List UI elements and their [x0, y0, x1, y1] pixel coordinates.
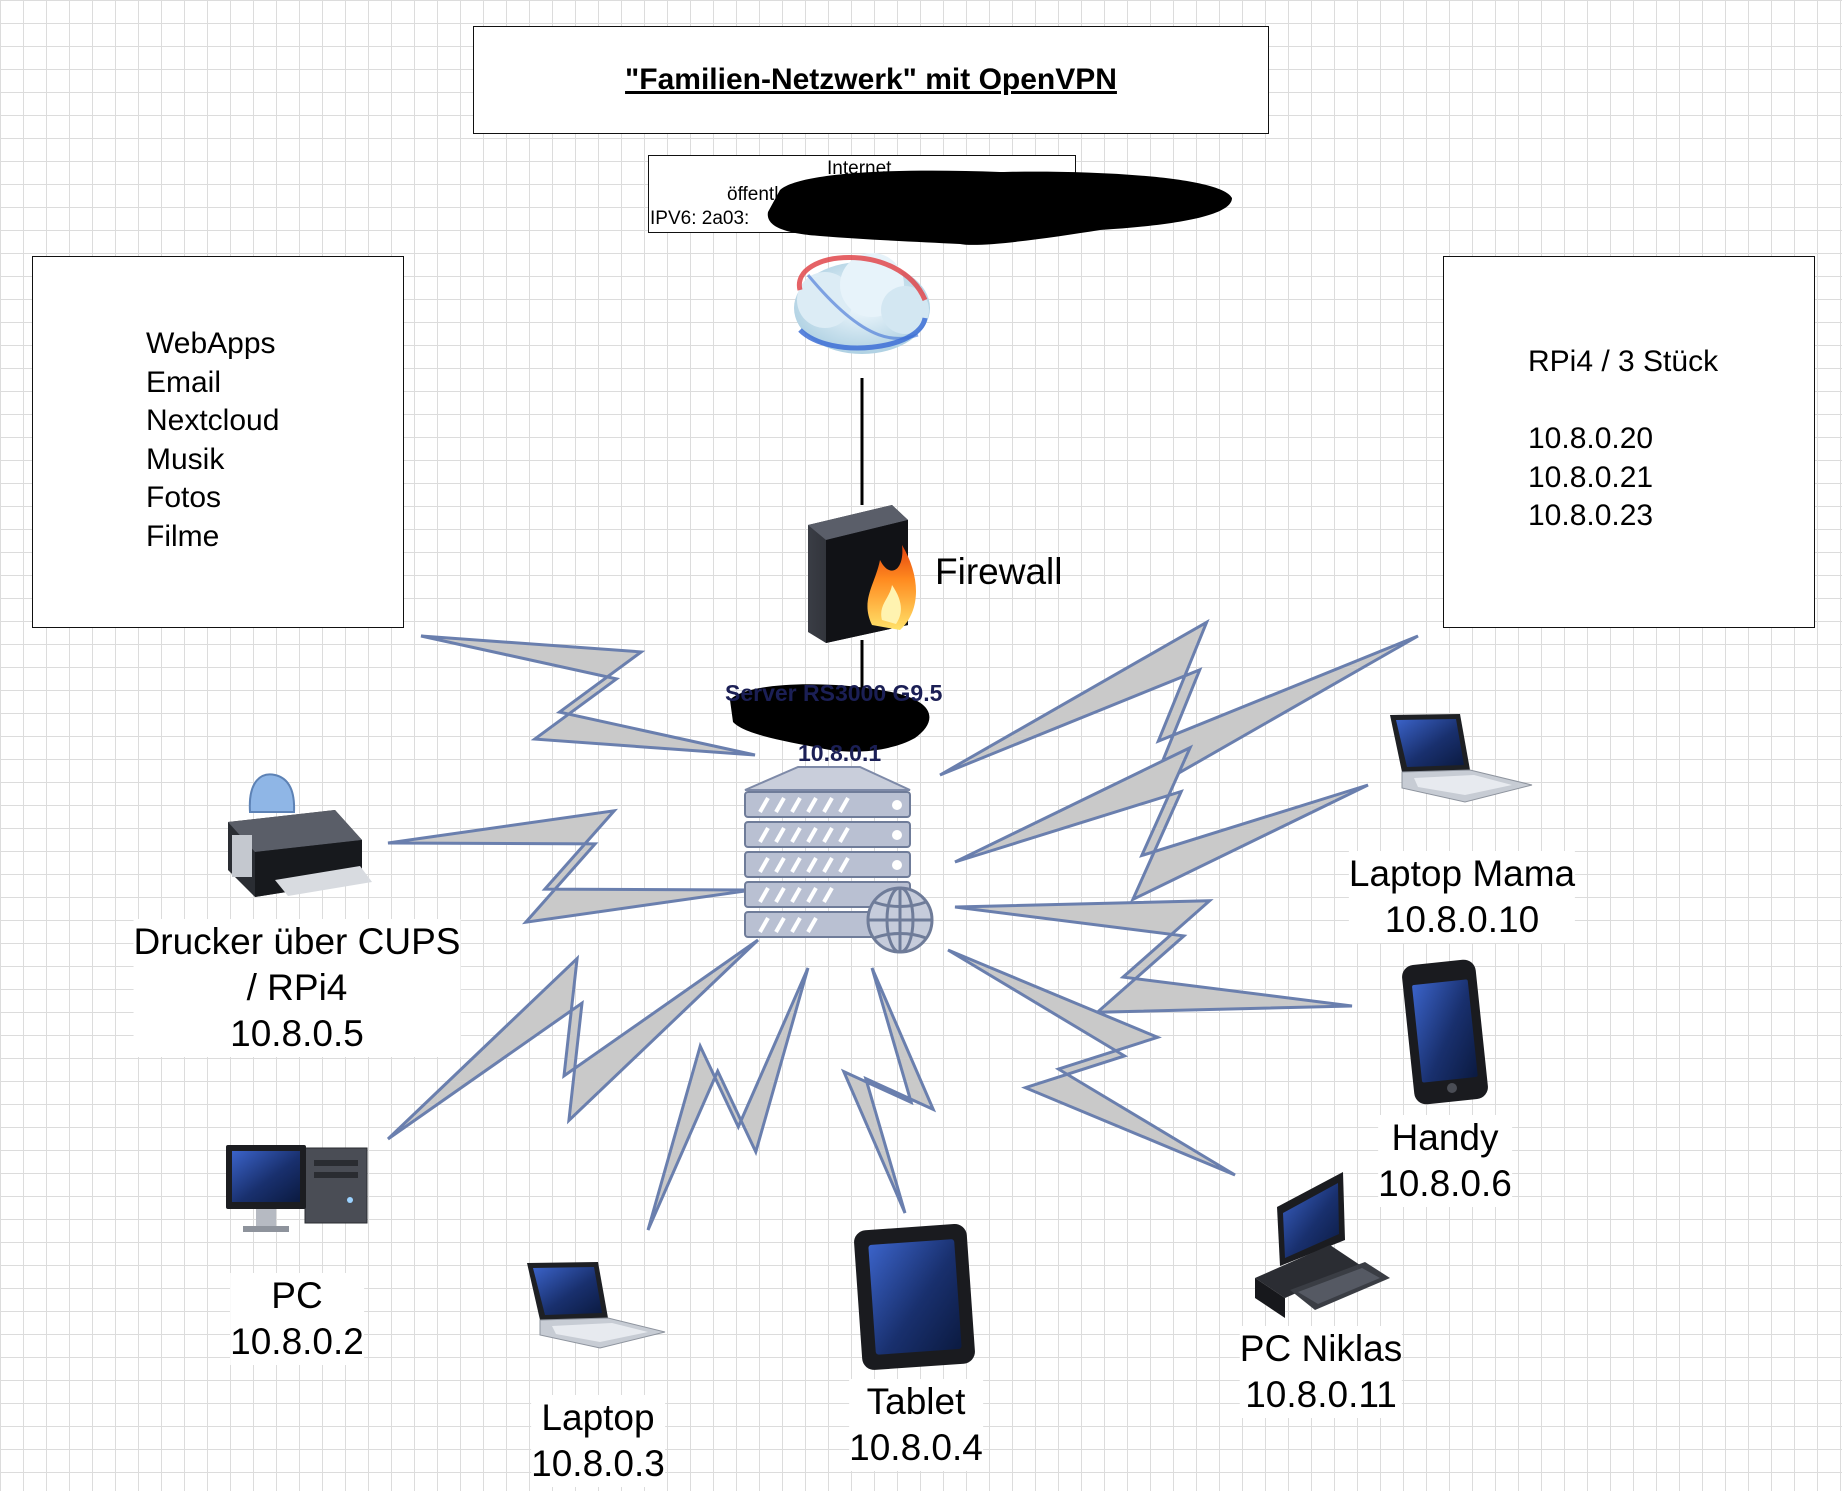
rpi-ip-3: 10.8.0.23 [1528, 499, 1654, 532]
printer-ip: 10.8.0.5 [230, 1013, 364, 1054]
laptop-mama-name: Laptop Mama [1348, 853, 1576, 894]
link-bolt-pc-niklas [947, 948, 1236, 1177]
diagram-title: "Familien-Netzwerk" mit OpenVPN [625, 63, 1117, 96]
globe-icon [866, 886, 934, 954]
redaction-scribbles [730, 170, 1232, 752]
internet-cloud-icon [794, 253, 930, 354]
server-ip: 10.8.0.1 [798, 740, 882, 766]
server-name: Server RS3000 G9.5 [725, 680, 943, 706]
phone-icon [1402, 959, 1488, 1105]
link-bolt-tablet [840, 967, 937, 1214]
pc-niklas-label: PC Niklas 10.8.0.11 [1239, 1326, 1403, 1418]
pc-name: PC [271, 1275, 323, 1316]
pc-icon [226, 1145, 368, 1232]
ipv6-label: IPV6: 2a03: [650, 208, 750, 229]
pc-ip: 10.8.0.2 [230, 1321, 364, 1362]
pc-niklas-name: PC Niklas [1239, 1328, 1403, 1369]
tablet-ip: 10.8.0.4 [849, 1427, 983, 1468]
laptop-mama-ip: 10.8.0.10 [1384, 899, 1540, 940]
handy-ip: 10.8.0.6 [1378, 1163, 1512, 1204]
pc-label: PC 10.8.0.2 [230, 1273, 364, 1365]
rpi-box: RPi4 / 3 Stück 10.8.0.20 10.8.0.21 10.8.… [1443, 256, 1815, 628]
tablet-label: Tablet 10.8.0.4 [849, 1379, 983, 1471]
laptop-icon [527, 1262, 666, 1349]
firewall-icon [808, 505, 916, 643]
handy-name: Handy [1391, 1117, 1499, 1158]
services-list: WebApps Email Nextcloud Musik Fotos Film… [146, 325, 279, 556]
service-item-nextcloud: Nextcloud [146, 404, 280, 437]
link-bolt-laptop-mama [954, 744, 1369, 903]
services-box: WebApps Email Nextcloud Musik Fotos Film… [32, 256, 404, 628]
handy-label: Handy 10.8.0.6 [1378, 1115, 1512, 1207]
rpi-ip-2: 10.8.0.21 [1528, 460, 1654, 494]
link-bolt-services [420, 634, 756, 757]
service-item-musik: Musik [146, 442, 225, 476]
printer-name: Drucker über CUPS [133, 921, 461, 962]
firewall-label: Firewall [935, 551, 1063, 592]
rpi-heading: RPi4 / 3 Stück [1528, 345, 1719, 378]
laptop-name: Laptop [541, 1397, 655, 1438]
service-item-email: Email [146, 365, 222, 399]
pc-niklas-icon [1255, 1172, 1390, 1318]
pc-niklas-ip: 10.8.0.11 [1245, 1374, 1397, 1415]
printer-label: Drucker über CUPS / RPi4 10.8.0.5 [133, 919, 461, 1057]
server-icon [744, 766, 934, 954]
tablet-icon [854, 1224, 975, 1370]
tablet-name: Tablet [866, 1381, 966, 1422]
title-box: "Familien-Netzwerk" mit OpenVPN [473, 26, 1269, 134]
rpi-list: RPi4 / 3 Stück 10.8.0.20 10.8.0.21 10.8.… [1528, 343, 1718, 536]
laptop-ip: 10.8.0.3 [531, 1443, 665, 1484]
printer-name-line2: / RPi4 [246, 967, 348, 1008]
laptop-mama-label: Laptop Mama 10.8.0.10 [1348, 851, 1576, 943]
rpi-ip-1: 10.8.0.20 [1528, 422, 1654, 455]
link-bolt-pc [386, 938, 760, 1141]
laptop-mama-icon [1390, 714, 1533, 803]
laptop-label: Laptop 10.8.0.3 [531, 1395, 665, 1487]
link-bolt-laptop [646, 967, 810, 1231]
service-item-fotos: Fotos [146, 481, 222, 514]
printer-icon [228, 773, 372, 897]
service-item-filme: Filme [146, 519, 220, 553]
service-item-webapps: WebApps [146, 327, 276, 360]
